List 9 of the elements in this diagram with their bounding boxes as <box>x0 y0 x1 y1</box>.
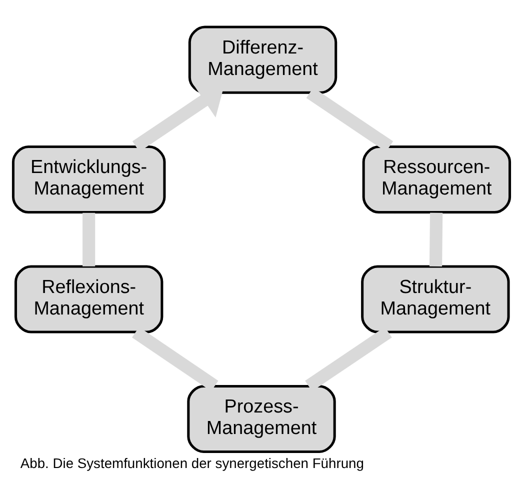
connector <box>429 212 443 266</box>
node-box: Struktur- Management <box>361 265 510 334</box>
node-box: Prozess- Management <box>187 384 336 454</box>
node-box: Differenz- Management <box>188 26 338 94</box>
node-box: Entwicklungs- Management <box>12 146 166 214</box>
connector <box>82 212 96 266</box>
caption: Abb. Die Systemfunktionen der synergetischen Führung <box>20 454 364 471</box>
node-box: Ressourcen- Management <box>362 146 512 214</box>
node-box: Reflexions- Management <box>14 265 164 334</box>
